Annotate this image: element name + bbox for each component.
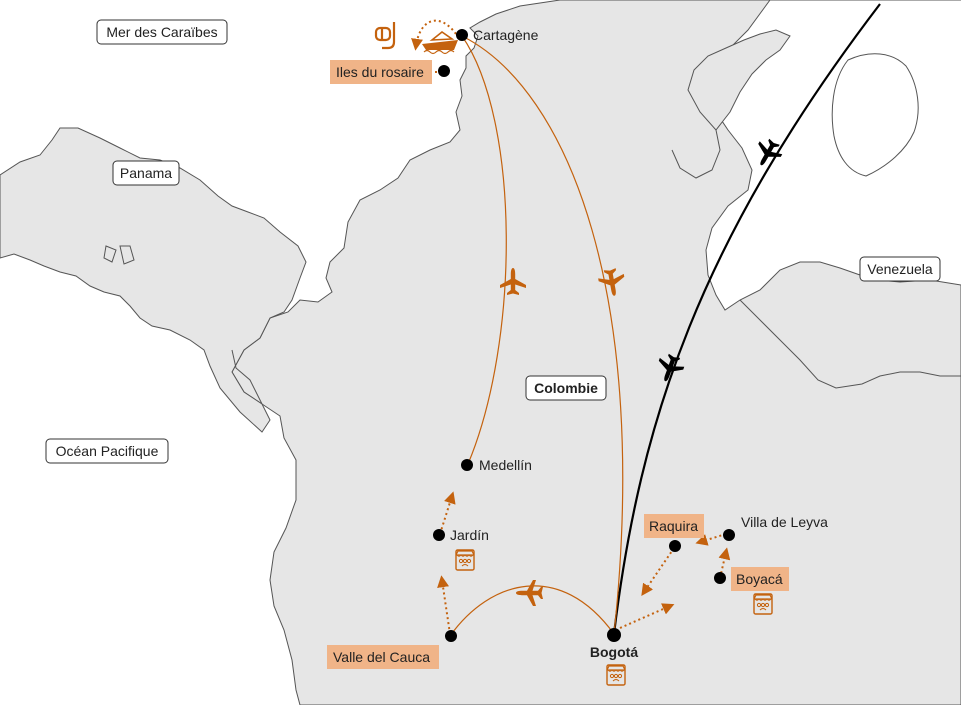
island-1 xyxy=(103,245,117,263)
guajira-peninsula xyxy=(687,29,791,131)
route-valle-jardin xyxy=(437,575,451,635)
snorkel-icon xyxy=(374,22,396,50)
city-label-jardin: Jardín xyxy=(450,527,489,543)
panama-land xyxy=(0,127,307,433)
city-highlight-boyaca xyxy=(731,567,789,591)
island-2 xyxy=(119,245,135,265)
region-label-colombia: Colombie xyxy=(534,380,598,396)
city-marker-medellin xyxy=(461,459,473,471)
region-label-panama: Panama xyxy=(120,165,172,181)
city-marker-cartagena xyxy=(456,29,468,41)
city-highlight-raquira xyxy=(644,514,704,538)
city-marker-raquira xyxy=(669,540,681,552)
route-jardin-medellin xyxy=(439,491,456,535)
cities: Cartagène Iles du rosaire Medellín Jardí… xyxy=(327,27,828,669)
country-borders xyxy=(231,129,961,405)
city-label-cartagena: Cartagène xyxy=(473,27,539,43)
city-label-boyaca: Boyacá xyxy=(736,571,783,587)
city-highlight-rosario xyxy=(330,60,432,84)
city-marker-villa xyxy=(723,529,735,541)
region-label-caribbean: Mer des Caraïbes xyxy=(106,24,217,40)
airplane-icon xyxy=(749,135,786,172)
route-cartagena-medellin xyxy=(461,35,507,465)
route-cartagena-bogota xyxy=(461,35,624,635)
route-raquira-bogota xyxy=(641,547,675,596)
region-labels: Mer des Caraïbes Panama Venezuela Océan … xyxy=(45,19,941,464)
city-label-medellin: Medellín xyxy=(479,457,532,473)
route-cartagena-rosario xyxy=(411,19,457,51)
city-highlight-valle xyxy=(327,645,439,669)
route-bogota-boyaca xyxy=(619,603,675,629)
region-label-pacific: Océan Pacifique xyxy=(56,443,159,459)
routes xyxy=(411,3,881,637)
city-label-valle: Valle del Cauca xyxy=(333,649,430,665)
international-flight-route xyxy=(612,3,881,635)
route-bogota-valle xyxy=(449,585,615,637)
city-marker-valle xyxy=(445,630,457,642)
city-marker-jardin xyxy=(433,529,445,541)
city-label-bogota: Bogotá xyxy=(590,644,638,660)
speedboat-icon xyxy=(422,31,458,55)
city-marker-bogota xyxy=(607,628,621,642)
region-label-venezuela: Venezuela xyxy=(867,261,933,277)
city-marker-boyaca xyxy=(714,572,726,584)
lake-maracaibo xyxy=(831,53,919,177)
city-label-villa: Villa de Leyva xyxy=(741,514,828,530)
city-marker-rosario xyxy=(438,65,450,77)
city-label-rosario: Iles du rosaire xyxy=(336,64,424,80)
city-label-raquira: Raquira xyxy=(649,518,698,534)
